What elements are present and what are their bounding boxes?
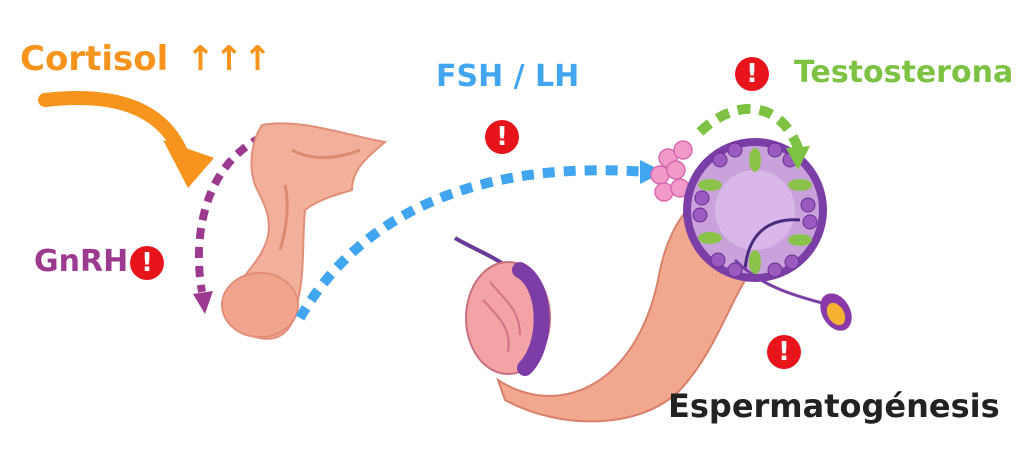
cortisol-text: Cortisol	[20, 39, 169, 79]
gnrh-label: GnRH	[34, 244, 129, 279]
espermatogenesis-alert-icon: !	[767, 335, 801, 369]
testis-icon	[453, 236, 551, 376]
cortisol-label: Cortisol ↑↑↑	[20, 42, 272, 76]
cortisol-arrow	[38, 91, 214, 188]
gnrh-alert-icon: !	[130, 246, 164, 280]
sperm-icon	[733, 258, 852, 331]
pituitary-gland-icon	[221, 122, 388, 340]
gnrh-arrow	[193, 133, 264, 314]
fsh-lh-label: FSH / LH	[436, 59, 580, 94]
seminiferous-tubule-icon	[683, 138, 827, 282]
cell-cluster	[650, 140, 693, 202]
fsh-lh-alert-icon: !	[485, 120, 519, 154]
espermatogenesis-label: Espermatogénesis	[668, 387, 1000, 425]
testosterona-alert-icon: !	[735, 57, 769, 91]
testosterona-arrow	[696, 103, 810, 170]
testosterona-label: Testosterona	[794, 55, 1014, 90]
cortisol-up-arrows-icon: ↑↑↑	[186, 39, 272, 79]
